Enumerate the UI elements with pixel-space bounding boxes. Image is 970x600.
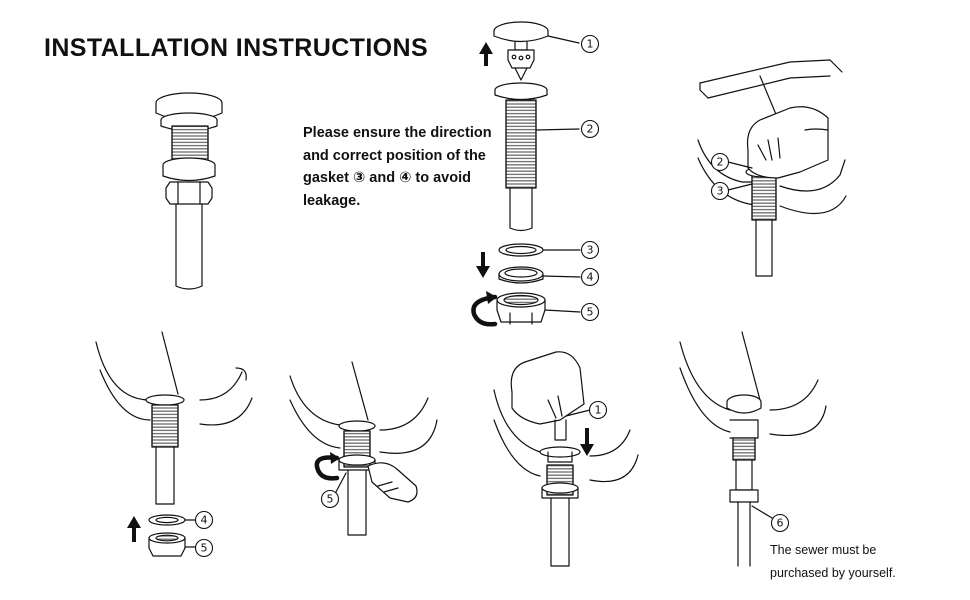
assembled-drain-illustration — [155, 92, 223, 290]
callout-label-4: 4 — [587, 271, 594, 284]
sewer-note-line-1: The sewer must be — [770, 543, 877, 557]
callout-5-tighten — [320, 489, 340, 509]
arrow-down-icon — [476, 252, 490, 278]
callout-1-top — [580, 34, 600, 54]
rotate-arrow-icon — [486, 291, 497, 304]
tighten-nut-illustration — [289, 361, 438, 536]
gasket-and-nut-illustration — [95, 331, 253, 557]
note-line-1: Please ensure the direction — [303, 125, 492, 141]
exploded-parts-illustration — [471, 21, 549, 327]
arrow-up-icon — [479, 42, 493, 66]
gasket-orientation-note: Please ensure the direction and correct … — [303, 122, 503, 212]
callout-4-exploded — [580, 267, 600, 287]
callout-2-exploded — [580, 119, 600, 139]
callout-label-2b: 2 — [717, 156, 724, 169]
arrow-down-icon-2 — [580, 428, 594, 456]
insert-stopper-illustration — [493, 351, 639, 567]
callout-label-4b: 4 — [201, 514, 208, 527]
callout-label-5: 5 — [587, 306, 594, 319]
sewer-note-line-2: purchased by yourself. — [770, 566, 896, 580]
callout-3-exploded — [580, 240, 600, 260]
callout-2-sink — [710, 152, 730, 172]
callout-4-bottom — [194, 510, 214, 530]
callout-1-stopper — [588, 400, 608, 420]
callout-6-sewer — [770, 513, 790, 533]
callout-label-1: 1 — [587, 38, 594, 51]
callout-label-3b: 3 — [717, 185, 724, 198]
callout-label-3: 3 — [587, 244, 594, 257]
callout-label-5c: 5 — [327, 493, 334, 506]
arrow-up-icon-2 — [127, 516, 141, 542]
sewer-note: The sewer must be purchased by yourself. — [770, 539, 960, 585]
note-line-2: and correct position of the — [303, 147, 486, 164]
callout-3-sink — [710, 181, 730, 201]
callout-label-2: 2 — [587, 123, 594, 136]
insert-through-sink-illustration — [697, 59, 847, 277]
note-line-4: leakage. — [303, 192, 361, 209]
callout-label-5b: 5 — [201, 542, 208, 555]
note-line-3: gasket ③ and ④ to avoid — [303, 170, 471, 186]
callout-5-bottom — [194, 538, 214, 558]
callout-5-exploded — [580, 302, 600, 322]
callout-label-1b: 1 — [595, 404, 602, 417]
finished-installation-illustration — [679, 331, 827, 567]
callout-label-6: 6 — [777, 517, 784, 530]
rotate-arrow-icon-2 — [330, 452, 340, 464]
page-title: INSTALLATION INSTRUCTIONS — [44, 34, 429, 62]
